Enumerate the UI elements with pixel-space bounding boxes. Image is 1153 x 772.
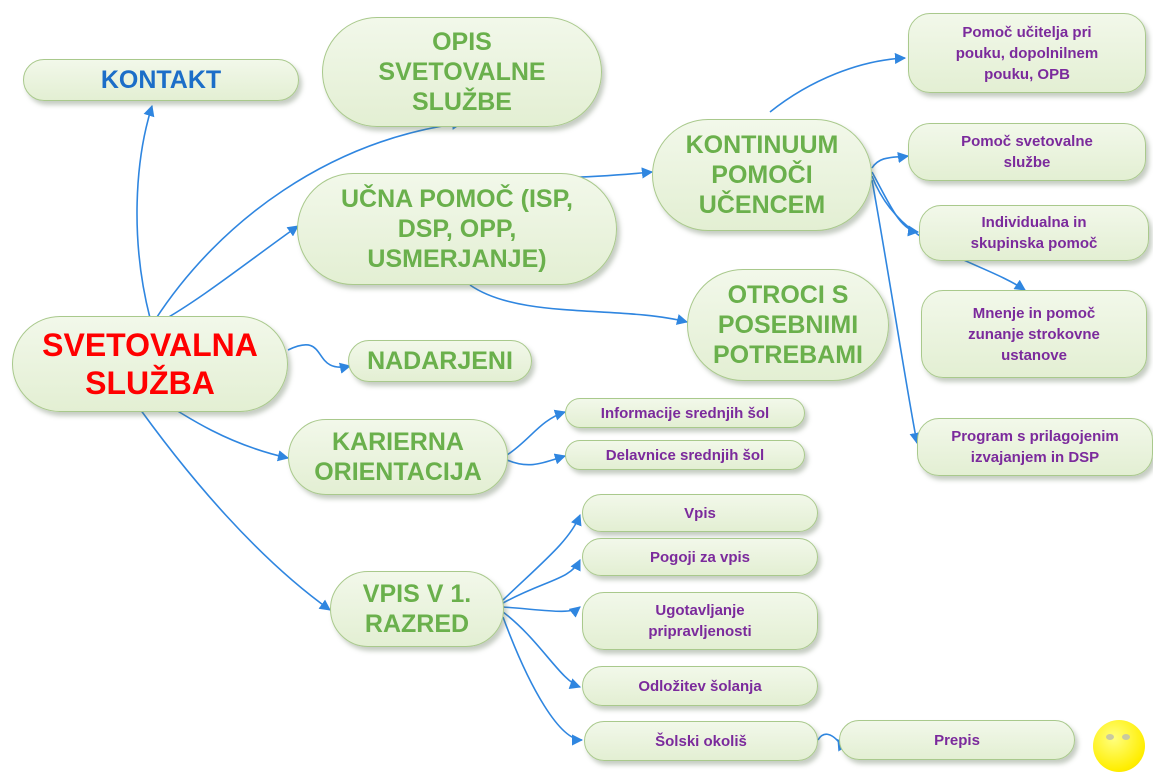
link-vpis-item3	[502, 606, 581, 618]
smiley-left-eye	[1106, 734, 1114, 740]
node-ucna-pomoc[interactable]: UČNA POMOČ (ISP, DSP, OPP, USMERJANJE)	[297, 173, 617, 285]
link-root-nadarjeni	[287, 344, 352, 374]
root-node-svetovalna-sluzba[interactable]: SVETOVALNA SLUŽBA	[12, 316, 288, 412]
node-opis-label: OPIS SVETOVALNE SLUŽBE	[378, 28, 546, 116]
node-vpis-label: VPIS V 1. RAZRED	[362, 580, 472, 638]
leaf-delavnice-label: Delavnice srednjih šol	[605, 446, 765, 464]
leaf-ugotavljanje-pripravljenosti[interactable]: Ugotavljanje pripravljenosti	[582, 592, 818, 650]
leaf-solski-okolis[interactable]: Šolski okoliš	[584, 721, 818, 761]
node-kontinuum-pomoci-ucencem[interactable]: KONTINUUM POMOČI UČENCEM	[652, 119, 872, 231]
leaf-solski-okolis-label: Šolski okoliš	[655, 732, 747, 750]
leaf-pomoc-ucitelja[interactable]: Pomoč učitelja pri pouku, dopolnilnem po…	[908, 13, 1146, 93]
leaf-pomoc-svetovalne-label: Pomoč svetovalne službe	[961, 133, 1093, 171]
leaf-odlozitev-label: Odložitev šolanja	[638, 677, 762, 695]
leaf-individualna-skupinska[interactable]: Individualna in skupinska pomoč	[919, 205, 1149, 261]
link-root-ucna	[159, 225, 299, 323]
node-kontinuum-label: KONTINUUM POMOČI UČENCEM	[685, 131, 839, 219]
node-kontakt-label: KONTAKT	[100, 66, 222, 94]
leaf-program-label: Program s prilagojenim izvajanjem in DSP	[951, 428, 1119, 466]
leaf-prepis-label: Prepis	[934, 731, 980, 749]
leaf-pogoji-za-vpis[interactable]: Pogoji za vpis	[582, 538, 818, 576]
node-otroci-s-posebnimi-potrebami[interactable]: OTROCI S POSEBNIMI POTREBAMI	[687, 269, 889, 381]
link-root-opis	[154, 118, 464, 321]
leaf-informacije-srednjih-sol[interactable]: Informacije srednjih šol	[565, 398, 805, 428]
root-node-label: SVETOVALNA SLUŽBA	[42, 327, 258, 401]
node-nadarjeni[interactable]: NADARJENI	[348, 340, 532, 382]
link-vpis-item2	[502, 558, 581, 604]
leaf-program-prilagojenim[interactable]: Program s prilagojenim izvajanjem in DSP	[917, 418, 1153, 476]
node-karierna-orientacija[interactable]: KARIERNA ORIENTACIJA	[288, 419, 508, 495]
link-root-vpis	[129, 394, 331, 611]
leaf-ugotavljanje-label: Ugotavljanje pripravljenosti	[648, 602, 752, 640]
link-kontinuum-item5	[871, 179, 921, 445]
link-kontinuum-item2	[871, 151, 910, 169]
leaf-vpis-label: Vpis	[684, 504, 716, 522]
leaf-delavnice-srednjih-sol[interactable]: Delavnice srednjih šol	[565, 440, 805, 470]
leaf-informacije-label: Informacije srednjih šol	[600, 404, 770, 422]
leaf-pogoji-label: Pogoji za vpis	[649, 548, 751, 566]
node-otroci-label: OTROCI S POSEBNIMI POTREBAMI	[713, 281, 863, 369]
link-kontinuum-item1	[769, 52, 907, 113]
node-kontakt[interactable]: KONTAKT	[23, 59, 299, 101]
node-ucna-pomoc-label: UČNA POMOČ (ISP, DSP, OPP, USMERJANJE)	[341, 185, 573, 273]
link-karierna-item2	[506, 453, 567, 466]
leaf-individualna-label: Individualna in skupinska pomoč	[970, 214, 1098, 252]
leaf-mnenje-zunanje-ustanove[interactable]: Mnenje in pomoč zunanje strokovne ustano…	[921, 290, 1147, 378]
leaf-prepis[interactable]: Prepis	[839, 720, 1075, 760]
node-karierna-label: KARIERNA ORIENTACIJA	[314, 428, 482, 486]
leaf-pomoc-svetovalne-sluzbe[interactable]: Pomoč svetovalne službe	[908, 123, 1146, 181]
node-opis-svetovalne-sluzbe[interactable]: OPIS SVETOVALNE SLUŽBE	[322, 17, 602, 127]
link-karierna-item1	[506, 409, 567, 456]
leaf-odlozitev-solanja[interactable]: Odložitev šolanja	[582, 666, 818, 706]
node-vpis-v-1-razred[interactable]: VPIS V 1. RAZRED	[330, 571, 504, 647]
link-vpis-item5	[502, 616, 584, 746]
link-vpis-item4	[502, 611, 582, 689]
smiley-face-icon	[1093, 720, 1145, 772]
node-nadarjeni-label: NADARJENI	[367, 347, 513, 375]
leaf-vpis[interactable]: Vpis	[582, 494, 818, 532]
link-vpis-item1	[502, 513, 582, 601]
leaf-mnenje-label: Mnenje in pomoč zunanje strokovne ustano…	[968, 304, 1100, 364]
link-root-kontakt	[136, 104, 155, 319]
link-ucna-otroci	[469, 284, 689, 325]
smiley-right-eye	[1122, 734, 1130, 740]
leaf-pomoc-ucitelja-label: Pomoč učitelja pri pouku, dopolnilnem po…	[955, 23, 1099, 83]
